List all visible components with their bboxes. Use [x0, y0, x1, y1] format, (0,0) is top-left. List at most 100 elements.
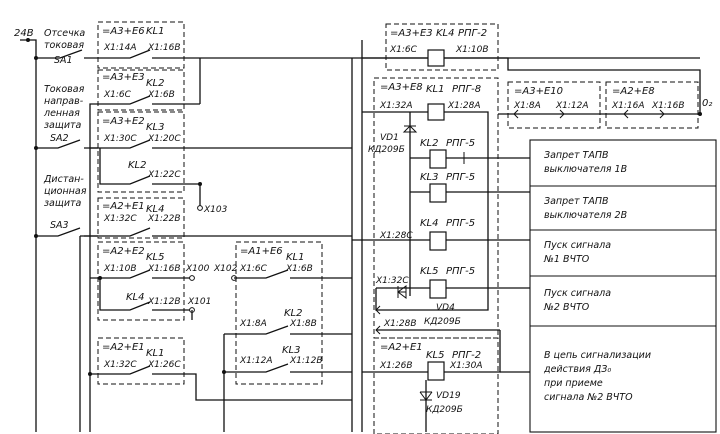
schematic-label: X1:12В	[289, 356, 323, 366]
schematic-wire	[97, 111, 185, 193]
sa2-name-line3: ленная	[43, 108, 80, 119]
schematic-label: X1:32С	[375, 276, 409, 286]
block-a3e3: =А3+Е3 KL2 X1:6С X1:6В	[89, 69, 200, 148]
schematic-label: =А3+Е3	[102, 72, 145, 83]
schematic-label: KL2	[284, 308, 303, 319]
schematic-wire	[97, 241, 185, 321]
signal-table: Запрет ТАПВ выключателя 1В Запрет ТАПВ в…	[529, 139, 717, 433]
center-top-block: =А3+Е3 KL4 РПГ-2 X1:6С X1:10В	[362, 23, 702, 116]
schematic-label: =А3+Е3	[390, 28, 433, 39]
schematic-label: РПГ-2	[458, 28, 487, 39]
block-a2e1-kl4: =А2+Е1 KL4 X1:32С X1:22В	[80, 197, 352, 239]
schematic-wire	[88, 372, 92, 376]
schematic-label: РПГ-8	[452, 84, 481, 95]
schematic-wire	[375, 305, 381, 315]
schematic-label: =А3+Е6	[102, 26, 145, 37]
schematic-wire	[427, 361, 445, 381]
schematic-label: X1:26В	[379, 361, 413, 371]
schematic-wire	[402, 125, 418, 133]
schematic-label: X1:16В	[651, 101, 685, 111]
schematic-label: KL1	[426, 84, 445, 95]
supply-section: 24В	[14, 28, 37, 432]
schematic-wire	[513, 109, 665, 119]
schematic-label: =А2+Е8	[612, 86, 655, 97]
table-row-5: В цепь сигнализации действия ДЗ₀ при при…	[543, 350, 651, 403]
schematic-label: X1:6В	[147, 90, 175, 100]
schematic-wire	[90, 365, 352, 401]
input-sa2: Токовая направ- ленная защита SA2	[34, 84, 98, 150]
schematic-wire	[222, 370, 226, 374]
schematic-label: Запрет ТАПВ	[544, 196, 609, 207]
table-row-4: Пуск сигнала №2 ВЧТО	[543, 288, 611, 313]
sa3-name-line2: ционная	[44, 186, 87, 197]
block-a1e6: =А1+Е6 KL1 X1:6С X1:6В KL2 X1:8А X1:8В K…	[222, 241, 352, 432]
schematic-label: КД209Б	[368, 145, 405, 155]
input-sa3: Дистан- ционная защита SA3	[34, 174, 98, 238]
sa2-name-line2: направ-	[44, 96, 84, 107]
schematic-label: сигнала №2 ВЧТО	[544, 392, 633, 403]
schematic-wire	[189, 275, 195, 281]
block-a2e1-kl1: =А2+Е1 KL1 X1:32С X1:26С	[88, 337, 352, 401]
schematic-label: KL2	[420, 138, 439, 149]
top-bus	[199, 57, 352, 104]
schematic-label: X1:16В	[147, 43, 181, 53]
schematic-label: X1:32А	[379, 101, 413, 111]
schematic-wire	[429, 279, 447, 299]
schematic-label: VD1	[380, 133, 399, 143]
schematic-wire	[530, 185, 716, 327]
x102-label: X102	[213, 264, 238, 274]
schematic-label: Пуск сигнала	[544, 288, 611, 299]
table-row-3: Пуск сигнала №1 ВЧТО	[543, 240, 611, 265]
schematic-label: KL3	[282, 345, 301, 356]
schematic-wire	[419, 391, 433, 401]
schematic-wire	[99, 278, 190, 311]
schematic-wire	[385, 23, 499, 71]
schematic-label: KL5	[420, 266, 439, 277]
schematic-wire	[34, 234, 38, 238]
schematic-wire	[198, 182, 202, 186]
schematic-label: Пуск сигнала	[544, 240, 611, 251]
schematic-label: KL4	[126, 292, 145, 303]
schematic-wire	[89, 103, 98, 148]
schematic-wire	[90, 269, 190, 279]
schematic-label: РПГ-5	[446, 138, 475, 149]
schematic-label: =А2+Е1	[102, 201, 145, 212]
sa2-name-line1: Токовая	[44, 84, 85, 95]
schematic-wire	[397, 285, 407, 299]
schematic-wire	[97, 197, 185, 239]
schematic-wire	[197, 205, 203, 211]
schematic-label: РПГ-5	[446, 218, 475, 229]
schematic-label: =А3+Е8	[380, 82, 423, 93]
schematic-wire	[507, 81, 601, 129]
schematic-label: X1:8А	[239, 319, 267, 329]
schematic-label: KL3	[146, 122, 165, 133]
schematic-label: действия ДЗ₀	[543, 364, 611, 375]
schematic-label: X1:28А	[447, 101, 481, 111]
supply-voltage: 24В	[14, 28, 34, 39]
sa3-name-line3: защита	[44, 198, 82, 209]
schematic-wire	[235, 241, 323, 385]
x101-label: X101	[187, 297, 211, 307]
schematic-label: KL4	[436, 28, 455, 39]
schematic-label: X1:32С	[103, 360, 137, 370]
schematic-label: KL4	[146, 204, 165, 215]
schematic-label: X1:16В	[147, 264, 181, 274]
input-sa1: Отсечка токовая SA1	[34, 28, 98, 66]
schematic-label: X1:10В	[103, 264, 137, 274]
schematic-label: РПГ-5	[446, 266, 475, 277]
schematic-wire	[427, 49, 445, 67]
schematic-label: X1:30А	[449, 361, 483, 371]
schematic-wire	[34, 146, 38, 150]
schematic-label: X1:14А	[103, 43, 137, 53]
schematic-wire	[98, 49, 200, 59]
block-a3e6: =А3+Е6 KL1 X1:14А X1:16В	[97, 21, 200, 69]
schematic-label: =А3+Е2	[102, 116, 145, 127]
schematic-label: X1:8А	[513, 101, 541, 111]
schematic-wire	[34, 56, 38, 60]
sa3-label: SA3	[50, 220, 69, 231]
schematic-label: X1:12А	[555, 101, 589, 111]
center-bottom-block: =А2+Е1 KL5 РПГ-2 X1:26В X1:30А VD19 КД20…	[362, 330, 501, 434]
schematic-label: KL5	[146, 252, 165, 263]
schematic-label: выключателя 2В	[544, 210, 627, 221]
schematic-wire	[605, 81, 699, 129]
